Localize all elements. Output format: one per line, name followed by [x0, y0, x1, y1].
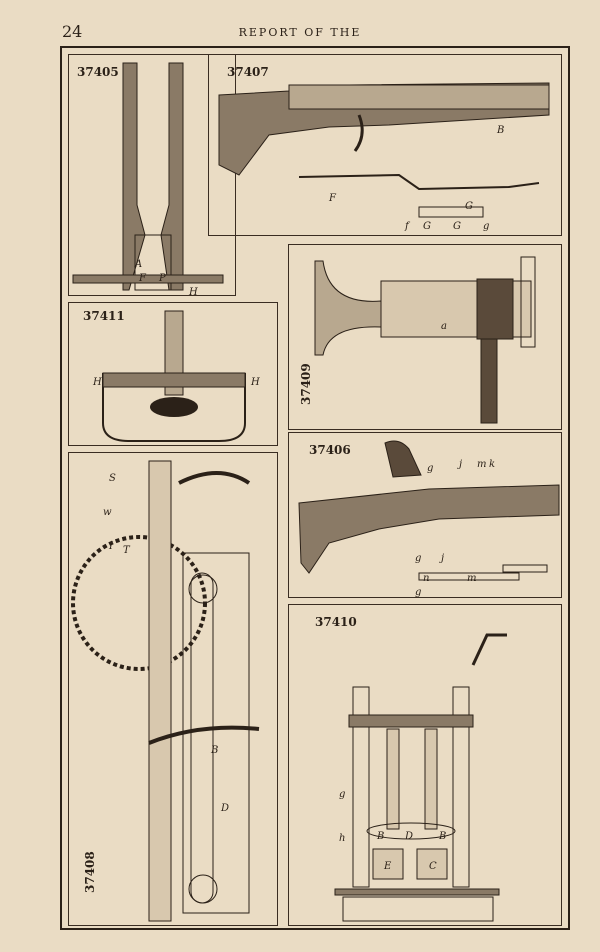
label-h-left: H	[92, 377, 102, 388]
label-p: P	[158, 273, 166, 284]
label-c: C	[429, 861, 437, 872]
label-k-top: k	[489, 459, 495, 470]
label-g2: G	[453, 221, 461, 232]
figure-37405: 37405 A F P H	[68, 54, 236, 297]
figure-37411-drawing: H H	[92, 310, 260, 442]
label-j-top: j	[457, 459, 462, 470]
page-number: 24	[62, 22, 83, 41]
label-g-bottom: g	[415, 587, 421, 598]
figure-id: 37411	[83, 309, 125, 323]
label-b: B	[210, 745, 218, 756]
label-w: w	[103, 507, 112, 518]
label-g3: G	[465, 201, 473, 212]
figure-37405-drawing: A F P H	[72, 62, 224, 297]
figure-37407-drawing: B F f G G G g	[218, 82, 550, 232]
label-s: S	[109, 473, 116, 484]
label-j-lower: j	[439, 553, 444, 564]
figure-id: 37407	[227, 65, 269, 79]
figure-id: 37406	[309, 443, 351, 457]
figure-37406-drawing: g j m k g j n m g	[298, 440, 560, 598]
label-e: E	[383, 861, 392, 872]
label-f-upper: F	[328, 193, 337, 204]
label-f-lower: f	[404, 221, 411, 232]
patent-plate: 37405 A F P H 37407 B F f G G G g	[60, 46, 570, 930]
label-b: B	[496, 125, 504, 136]
label-i: I	[108, 541, 114, 552]
figure-id: 37405	[77, 65, 119, 79]
running-head: REPORT OF THE	[238, 26, 362, 39]
label-g-top: g	[427, 463, 433, 474]
label-m-lower: m	[467, 573, 476, 584]
label-b-right: B	[438, 831, 446, 842]
figure-37409: 37409 a	[288, 244, 562, 430]
label-t: T	[123, 545, 131, 556]
figure-37411: 37411 H H	[68, 302, 278, 446]
label-a: a	[441, 321, 447, 332]
figure-37410-drawing: g h B D B E C	[334, 633, 507, 922]
figure-37410: 37410 g h B D B E C	[288, 604, 562, 926]
label-h: h	[339, 833, 345, 844]
label-d: D	[404, 831, 413, 842]
figure-37409-drawing: a	[314, 256, 536, 424]
figure-37408-drawing: S w I T B D	[71, 460, 260, 922]
label-b-left: B	[376, 831, 384, 842]
figure-37406: 37406 g j m k g j n m g	[288, 432, 562, 598]
label-h-right: H	[250, 377, 260, 388]
label-a: A	[134, 259, 142, 270]
label-g1: G	[423, 221, 431, 232]
figure-id: 37410	[315, 615, 357, 629]
label-f: F	[138, 273, 147, 284]
label-d: D	[220, 803, 229, 814]
label-g: g	[339, 789, 345, 800]
figure-37407: 37407 B F f G G G g	[208, 54, 562, 236]
figure-37408: 37408 S w I T B D	[68, 452, 278, 926]
label-g-lower: g	[415, 553, 421, 564]
label-m-top: m	[477, 459, 486, 470]
label-n: n	[423, 573, 429, 584]
label-g-lower: g	[483, 221, 489, 232]
label-h: H	[188, 287, 198, 297]
